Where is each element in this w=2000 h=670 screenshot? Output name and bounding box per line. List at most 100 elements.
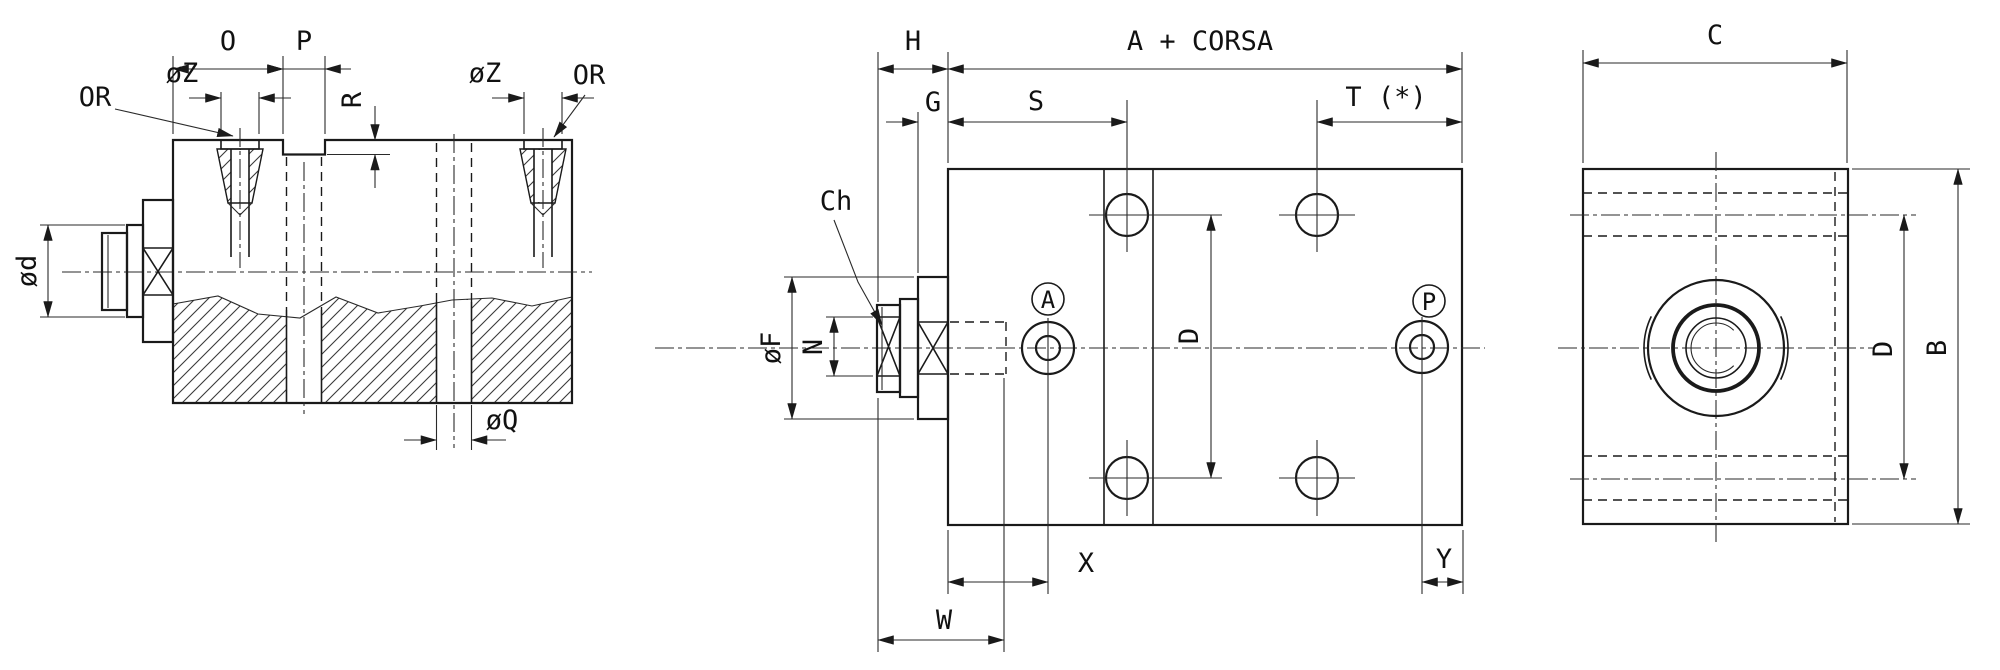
callout-OR-left: OR <box>79 82 234 138</box>
middle-body-outline <box>946 167 1464 527</box>
oq-bore-solid <box>435 302 473 403</box>
dim-od-label: ød <box>12 255 43 288</box>
callout-OR-right-leader <box>553 94 586 138</box>
pocket-bore <box>230 149 250 257</box>
dim-oZ-ext <box>523 92 563 134</box>
rod-bore-circle <box>1685 317 1747 379</box>
threaded-collar <box>125 223 145 319</box>
gland-facets <box>918 321 948 375</box>
oq-bore-hidden <box>435 143 473 302</box>
rod-fitting-left-view <box>100 198 175 344</box>
port-P-label: P <box>1422 288 1436 316</box>
port-A: A <box>1020 282 1076 594</box>
thread-arc <box>1690 322 1735 374</box>
dim-X: X <box>947 530 1094 594</box>
section-hatch-area <box>173 296 572 402</box>
break-line <box>172 295 573 319</box>
rod-bore-hidden <box>950 321 1007 375</box>
mounting-holes <box>1089 100 1355 516</box>
dim-X-label: X <box>1078 548 1094 579</box>
dim-oZ-left-label: øZ <box>166 58 199 89</box>
dim-od-ext <box>40 224 125 318</box>
slot-bore-hidden <box>285 157 323 310</box>
dim-oF-ext <box>784 276 914 420</box>
dim-T: T (*) <box>1316 82 1463 127</box>
dim-O-label: O <box>220 26 236 57</box>
port-A-balloon <box>1031 282 1065 316</box>
hole-centermarks <box>1089 100 1355 516</box>
dim-oZ-ext <box>220 92 260 134</box>
pocket-lip <box>220 140 260 150</box>
dim-W-ext <box>877 378 1005 652</box>
dim-D-middle: D <box>1174 214 1216 479</box>
dim-oZ-right-label: øZ <box>469 58 502 89</box>
dim-S: S <box>947 86 1128 127</box>
dim-D-middle-label: D <box>1174 328 1205 344</box>
dim-P: P <box>257 26 351 134</box>
dim-oF: øF <box>756 276 914 420</box>
dim-R: R <box>327 91 390 188</box>
right-view-end: C D B <box>1558 20 1970 542</box>
dim-Y-label: Y <box>1436 544 1452 575</box>
nut-chamfer-circle <box>1671 303 1761 393</box>
dim-S-label: S <box>1028 86 1044 117</box>
dim-oZ-left: øZ <box>166 58 291 134</box>
dim-T-label: T (*) <box>1345 82 1426 113</box>
dim-G: G <box>886 87 941 273</box>
dim-Y: Y <box>1421 530 1464 594</box>
head-joint-lines <box>1103 169 1154 525</box>
callout-OR-right: OR <box>553 60 606 138</box>
dim-B-label: B <box>1922 340 1953 356</box>
pocket-bore <box>533 149 553 257</box>
callout-Ch-leader <box>833 219 883 326</box>
dim-oQ: øQ <box>404 405 518 450</box>
dim-N-label: N <box>798 339 829 355</box>
port-P-balloon <box>1412 284 1446 318</box>
dim-W-label: W <box>936 605 953 636</box>
hex-facet-lines <box>143 247 173 296</box>
callout-Ch-label: Ch <box>820 186 853 217</box>
dim-A-corsa-label: A + CORSA <box>1127 26 1273 57</box>
port-A-label: A <box>1041 286 1056 314</box>
callout-Ch: Ch <box>820 186 883 326</box>
left-body-outline <box>171 138 574 405</box>
dim-W: W <box>877 378 1005 652</box>
rod-hex-cross <box>876 316 901 377</box>
gland-cross <box>917 321 949 375</box>
rod-end-assembly <box>875 275 1007 421</box>
dim-oF-label: øF <box>756 332 787 365</box>
boss-flange-circle <box>1646 278 1786 418</box>
port-P: P <box>1394 284 1450 594</box>
dim-A-corsa: A + CORSA <box>947 26 1463 163</box>
hex-cross <box>142 247 174 296</box>
middle-view-elevation: A P Ch øF <box>655 26 1485 652</box>
left-view-section: O P R øZ øZ <box>12 26 606 450</box>
dim-H-label: H <box>905 26 921 57</box>
dim-D-right-label: D <box>1868 341 1899 357</box>
callout-OR-left-leader <box>114 108 234 138</box>
dim-od: ød <box>12 224 125 318</box>
callout-OR-left-label: OR <box>79 82 112 113</box>
dim-N-ext <box>826 316 873 377</box>
dim-B: B <box>1852 168 1970 525</box>
rod-boss-front <box>1643 278 1789 418</box>
oring-pocket-left <box>216 128 264 268</box>
dim-P-label: P <box>296 26 312 57</box>
slot-bore-solid <box>285 310 323 403</box>
dim-C-ext <box>1582 50 1848 163</box>
dim-oQ-label: øQ <box>486 405 519 436</box>
dim-H: H <box>877 26 949 302</box>
hex-nut <box>141 198 175 344</box>
hex-corner-arc-right <box>1779 316 1789 380</box>
gland-flange <box>916 275 950 421</box>
dim-N: N <box>798 316 873 377</box>
hex-corner-arc-left <box>1643 316 1653 380</box>
pocket-lip <box>523 140 563 150</box>
dim-G-label: G <box>925 87 941 118</box>
dim-R-label: R <box>337 91 368 108</box>
dim-C-label: C <box>1707 20 1723 51</box>
dim-C: C <box>1582 20 1848 163</box>
callout-OR-right-label: OR <box>573 60 606 91</box>
